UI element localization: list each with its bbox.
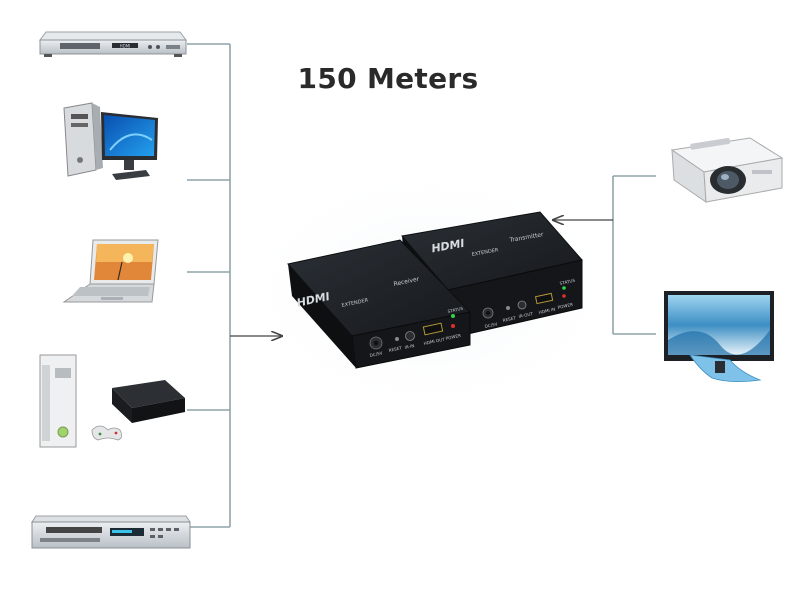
tx-port-status: STATUS bbox=[559, 278, 576, 286]
transmitter-brand: HDMI bbox=[431, 237, 464, 256]
diagram-title: 150 Meters bbox=[297, 62, 479, 95]
tx-port-reset: RESET bbox=[502, 315, 517, 323]
receiver-unit: HDMI EXTENDER Receiver DC/5V RESET IR-IN… bbox=[287, 239, 471, 369]
lcd-monitor-icon bbox=[664, 291, 774, 382]
tx-port-dc: DC/5V bbox=[484, 321, 498, 329]
rx-port-power: POWER bbox=[445, 333, 461, 341]
tx-port-power: POWER bbox=[557, 302, 573, 310]
rx-port-reset: RESET bbox=[388, 345, 403, 353]
tx-port-hdmi: HDMI IN bbox=[538, 307, 556, 315]
transmitter-sub: EXTENDER bbox=[471, 247, 499, 258]
left-connection-lines bbox=[187, 43, 231, 528]
dvd-player-icon bbox=[31, 515, 191, 549]
rx-port-hdmi: HDMI OUT bbox=[423, 337, 445, 346]
stb-label: HDMI bbox=[120, 44, 131, 49]
tx-port-ir: IR-OUT bbox=[518, 311, 534, 319]
rx-port-status: STATUS bbox=[447, 306, 464, 314]
laptop-icon bbox=[62, 239, 159, 303]
set-top-box-icon: HDMI bbox=[39, 31, 187, 57]
rx-port-dc: DC/5V bbox=[369, 350, 383, 358]
game-console-icon bbox=[39, 354, 185, 448]
receiver-sub: EXTENDER bbox=[341, 297, 369, 309]
desktop-computer-icon bbox=[63, 102, 158, 180]
projector-icon bbox=[670, 137, 784, 203]
right-connection-lines bbox=[612, 175, 656, 335]
rx-port-ir: IR-IN bbox=[404, 343, 415, 350]
